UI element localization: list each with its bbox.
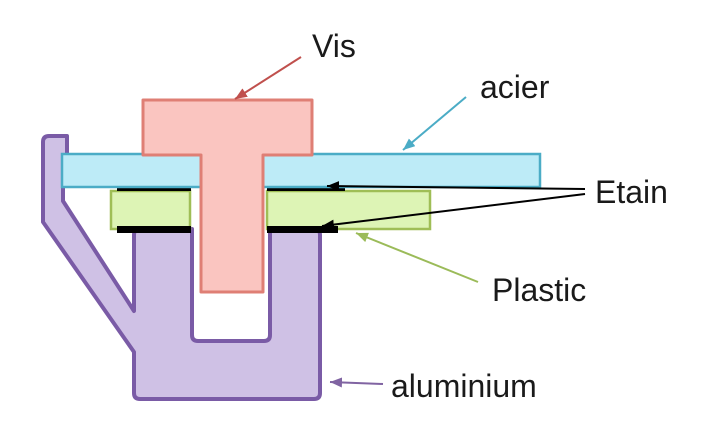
aluminium-arrow — [329, 377, 384, 388]
etain-strip-bottom-left — [117, 226, 191, 233]
aluminium-label: aluminium — [391, 368, 537, 404]
vis-label: Vis — [312, 28, 356, 64]
etain-arrow-bottom — [321, 193, 586, 230]
etain-strip-bottom-right — [267, 226, 338, 233]
etain-label: Etain — [595, 174, 668, 210]
plastic-label: Plastic — [492, 272, 586, 308]
vis-shape — [141, 98, 314, 294]
vis-arrow — [234, 56, 302, 100]
plastic-layer-left — [109, 189, 192, 231]
acier-plate — [60, 152, 542, 189]
plastic-arrow — [355, 232, 479, 283]
acier-label: acier — [480, 69, 550, 105]
acier-arrow — [402, 96, 467, 151]
etain-arrow-top — [326, 181, 586, 192]
